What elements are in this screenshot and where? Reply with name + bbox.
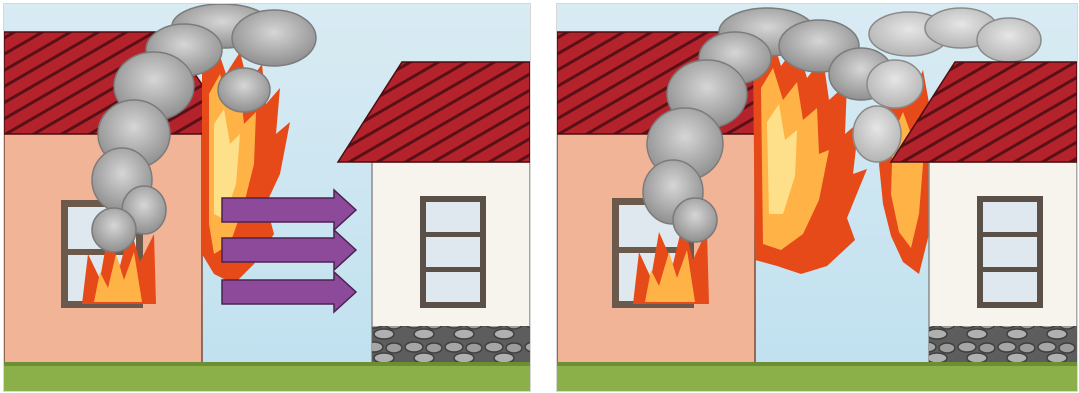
ground (557, 364, 1077, 391)
ground (4, 364, 530, 391)
neighbor-house-window (420, 196, 486, 308)
heat-arrows (222, 190, 356, 312)
neighbor-house-stone-base (929, 326, 1077, 368)
neighbor-house-window (977, 196, 1043, 308)
neighbor-house-stone-base (372, 326, 530, 368)
panel-after (556, 3, 1078, 392)
panel-before-svg (4, 4, 530, 391)
panel-before (3, 3, 531, 392)
panel-after-svg (557, 4, 1077, 391)
